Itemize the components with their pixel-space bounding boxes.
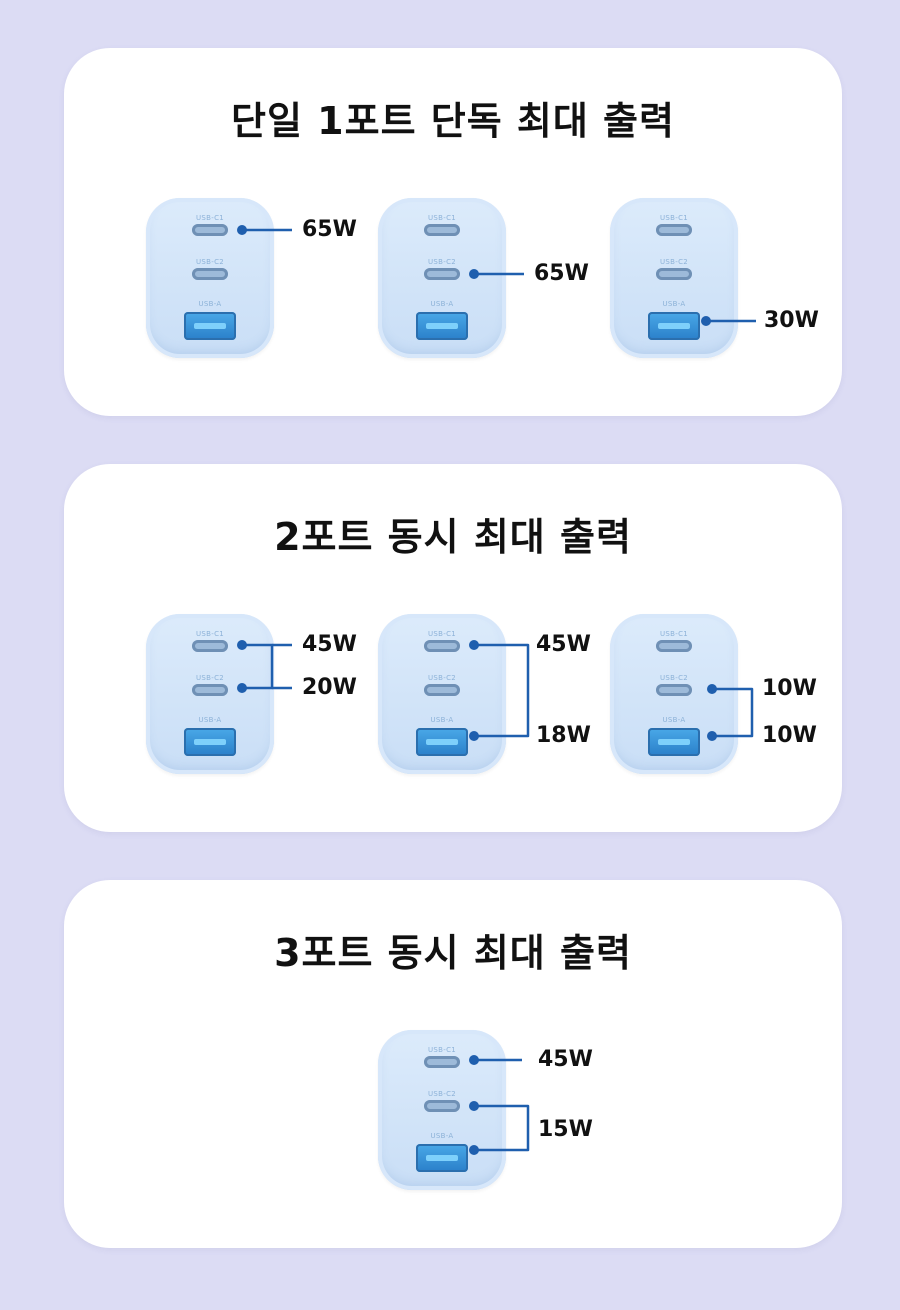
output-label: 65W	[302, 217, 357, 242]
port-label-a: USB-A	[198, 716, 222, 724]
usb-c2-port-icon	[192, 684, 228, 696]
section-title: 단일 1포트 단독 최대 출력	[231, 99, 675, 143]
charger-illustration: USB-C1 USB-C2 USB-A	[378, 198, 506, 358]
section-title: 2포트 동시 최대 출력	[274, 515, 632, 559]
usb-a-port-icon	[184, 312, 236, 340]
port-label-c2: USB-C2	[427, 258, 457, 266]
port-label-c2: USB-C2	[659, 258, 689, 266]
port-label-c1: USB-C1	[427, 630, 457, 638]
usb-a-port-icon	[648, 312, 700, 340]
charger-illustration: USB-C1 USB-C2 USB-A	[146, 614, 274, 774]
port-label-a: USB-A	[662, 300, 686, 308]
port-label-c1: USB-C1	[427, 214, 457, 222]
output-label: 65W	[534, 261, 589, 286]
port-label-c1: USB-C1	[195, 214, 225, 222]
usb-a-port-icon	[648, 728, 700, 756]
port-label-a: USB-A	[430, 300, 454, 308]
usb-a-port-icon	[416, 728, 468, 756]
usb-c1-port-icon	[424, 224, 460, 236]
usb-c1-port-icon	[656, 224, 692, 236]
usb-c2-port-icon	[424, 268, 460, 280]
usb-a-port-icon	[184, 728, 236, 756]
charger-illustration: USB-C1 USB-C2 USB-A	[378, 1030, 506, 1190]
port-label-a: USB-A	[198, 300, 222, 308]
port-label-a: USB-A	[662, 716, 686, 724]
usb-c2-port-icon	[656, 684, 692, 696]
charger-illustration: USB-C1 USB-C2 USB-A	[610, 614, 738, 774]
usb-c1-port-icon	[192, 224, 228, 236]
port-label-c2: USB-C2	[195, 258, 225, 266]
port-label-a: USB-A	[430, 1132, 454, 1140]
output-label: 45W	[538, 1047, 593, 1072]
output-label: 10W	[762, 723, 817, 748]
port-label-c1: USB-C1	[427, 1046, 457, 1054]
port-label-c2: USB-C2	[427, 1090, 457, 1098]
port-label-c1: USB-C1	[659, 214, 689, 222]
output-label: 45W	[536, 632, 591, 657]
port-label-c2: USB-C2	[659, 674, 689, 682]
output-label: 30W	[764, 308, 819, 333]
output-label: 18W	[536, 723, 591, 748]
usb-c2-port-icon	[192, 268, 228, 280]
usb-c1-port-icon	[192, 640, 228, 652]
output-label: 10W	[762, 676, 817, 701]
charger-illustration: USB-C1 USB-C2 USB-A	[378, 614, 506, 774]
section-title: 3포트 동시 최대 출력	[274, 931, 632, 975]
port-label-c1: USB-C1	[195, 630, 225, 638]
output-label: 45W	[302, 632, 357, 657]
usb-c2-port-icon	[424, 684, 460, 696]
port-label-c1: USB-C1	[659, 630, 689, 638]
output-label: 20W	[302, 675, 357, 700]
usb-c1-port-icon	[424, 1056, 460, 1068]
output-label: 15W	[538, 1117, 593, 1142]
usb-c2-port-icon	[656, 268, 692, 280]
usb-c1-port-icon	[656, 640, 692, 652]
port-label-c2: USB-C2	[195, 674, 225, 682]
usb-c1-port-icon	[424, 640, 460, 652]
port-label-a: USB-A	[430, 716, 454, 724]
usb-c2-port-icon	[424, 1100, 460, 1112]
usb-a-port-icon	[416, 312, 468, 340]
usb-a-port-icon	[416, 1144, 468, 1172]
charger-illustration: USB-C1 USB-C2 USB-A	[146, 198, 274, 358]
charger-illustration: USB-C1 USB-C2 USB-A	[610, 198, 738, 358]
port-label-c2: USB-C2	[427, 674, 457, 682]
